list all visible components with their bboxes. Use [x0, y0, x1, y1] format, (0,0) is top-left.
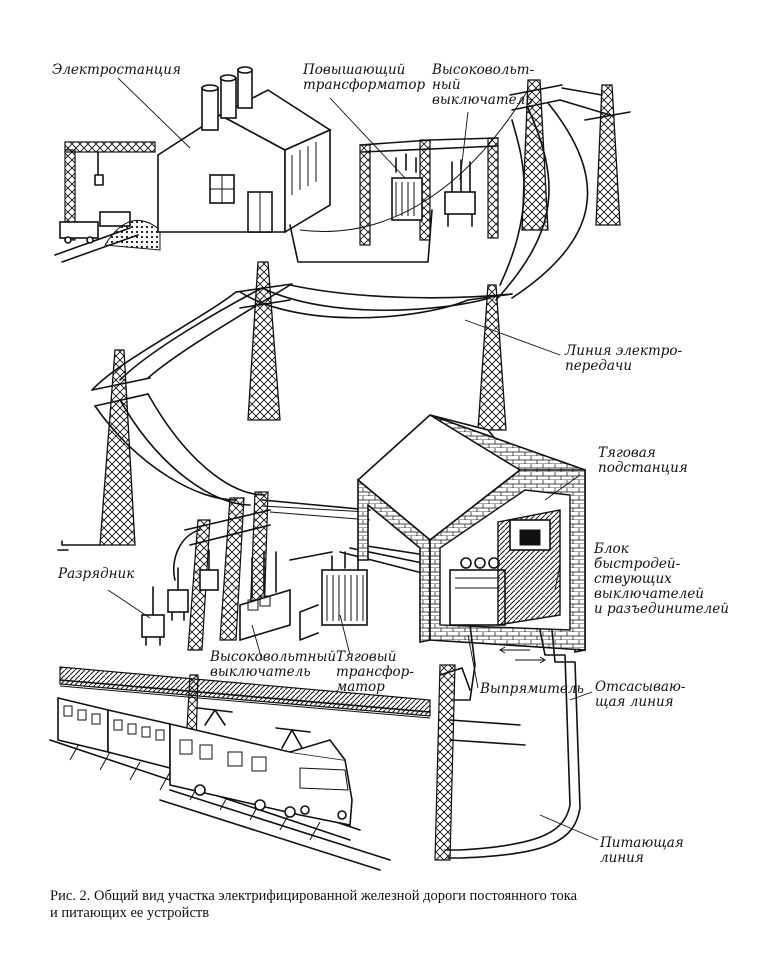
substation-building — [356, 414, 586, 653]
feeder-and-return-cables — [444, 624, 581, 859]
figure-caption: Рис. 2. Общий вид участка электрифициров… — [50, 888, 578, 921]
label-step-up-transformer: Повышающий трансформатор — [303, 62, 426, 93]
label-transmission-line: Линия электро- передачи — [565, 343, 683, 374]
label-return-line: Отсасываю- щая линия — [595, 679, 686, 710]
label-traction-substation: Тяговая подстанция — [598, 445, 688, 476]
label-rectifier: Выпрямитель — [480, 681, 584, 697]
label-hv-breaker-bottom: Высоковольтный выключатель — [210, 649, 337, 680]
label-traction-transformer: Тяговый трансфор- матор — [336, 649, 414, 695]
leader-lines — [107, 77, 599, 841]
label-fast-breaker-block: Блок быстродей- ствующих выключателей и … — [594, 541, 729, 617]
power-plant — [54, 66, 433, 263]
label-arrester: Разрядник — [58, 566, 135, 582]
label-hv-breaker-top: Высоковольт- ный выключатель — [432, 62, 535, 108]
step-up-substation — [359, 137, 499, 246]
label-power-plant: Электростанция — [52, 62, 181, 78]
label-feeder-line: Питающая линия — [600, 835, 684, 866]
transmission-towers — [57, 79, 631, 551]
railway-and-train — [49, 664, 471, 871]
